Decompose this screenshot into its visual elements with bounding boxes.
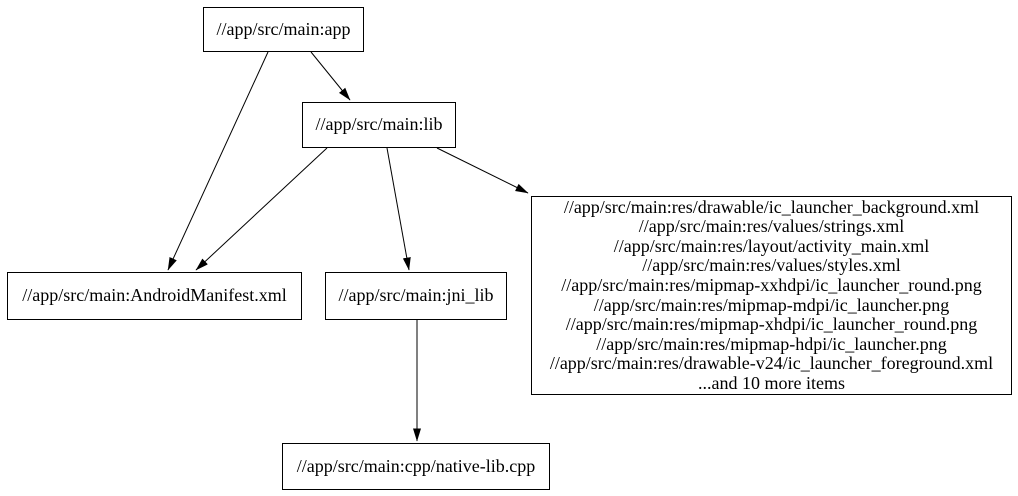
res-group-more-items: ...and 10 more items bbox=[698, 372, 845, 393]
node-lib: //app/src/main:lib bbox=[302, 102, 456, 148]
res-group-line: //app/src/main:res/drawable-v24/ic_launc… bbox=[549, 353, 994, 374]
res-group-line: //app/src/main:res/mipmap-xhdpi/ic_launc… bbox=[565, 314, 978, 335]
node-res-group: //app/src/main:res/drawable/ic_launcher_… bbox=[531, 196, 1012, 395]
edge-lib-to-jni-lib bbox=[386, 147, 411, 271]
node-native-lib-cpp: //app/src/main:cpp/native-lib.cpp bbox=[282, 443, 550, 490]
res-group-line: //app/src/main:res/mipmap-xxhdpi/ic_laun… bbox=[561, 274, 982, 295]
res-group-line: //app/src/main:res/mipmap-mdpi/ic_launch… bbox=[593, 294, 950, 315]
node-lib-label: //app/src/main:lib bbox=[315, 114, 443, 135]
res-group-line: //app/src/main:res/values/strings.xml bbox=[638, 216, 905, 237]
edge-app-to-lib bbox=[310, 51, 351, 101]
edge-lib-to-androidmanifest bbox=[195, 147, 328, 271]
node-android-manifest-label: //app/src/main:AndroidManifest.xml bbox=[22, 285, 287, 306]
node-native-lib-cpp-label: //app/src/main:cpp/native-lib.cpp bbox=[296, 455, 536, 476]
res-group-line: //app/src/main:res/layout/activity_main.… bbox=[613, 235, 930, 256]
node-android-manifest: //app/src/main:AndroidManifest.xml bbox=[7, 272, 302, 320]
res-group-line: //app/src/main:res/drawable/ic_launcher_… bbox=[563, 196, 980, 217]
node-jni-lib: //app/src/main:jni_lib bbox=[325, 272, 507, 320]
res-group-line: //app/src/main:res/mipmap-hdpi/ic_launch… bbox=[596, 333, 947, 354]
node-jni-lib-label: //app/src/main:jni_lib bbox=[338, 285, 494, 306]
edge-lib-to-res-group bbox=[436, 147, 529, 194]
res-group-line: //app/src/main:res/values/styles.xml bbox=[642, 255, 901, 276]
node-app-label: //app/src/main:app bbox=[216, 18, 351, 39]
edge-app-to-androidmanifest bbox=[167, 51, 269, 271]
node-app: //app/src/main:app bbox=[203, 7, 364, 52]
